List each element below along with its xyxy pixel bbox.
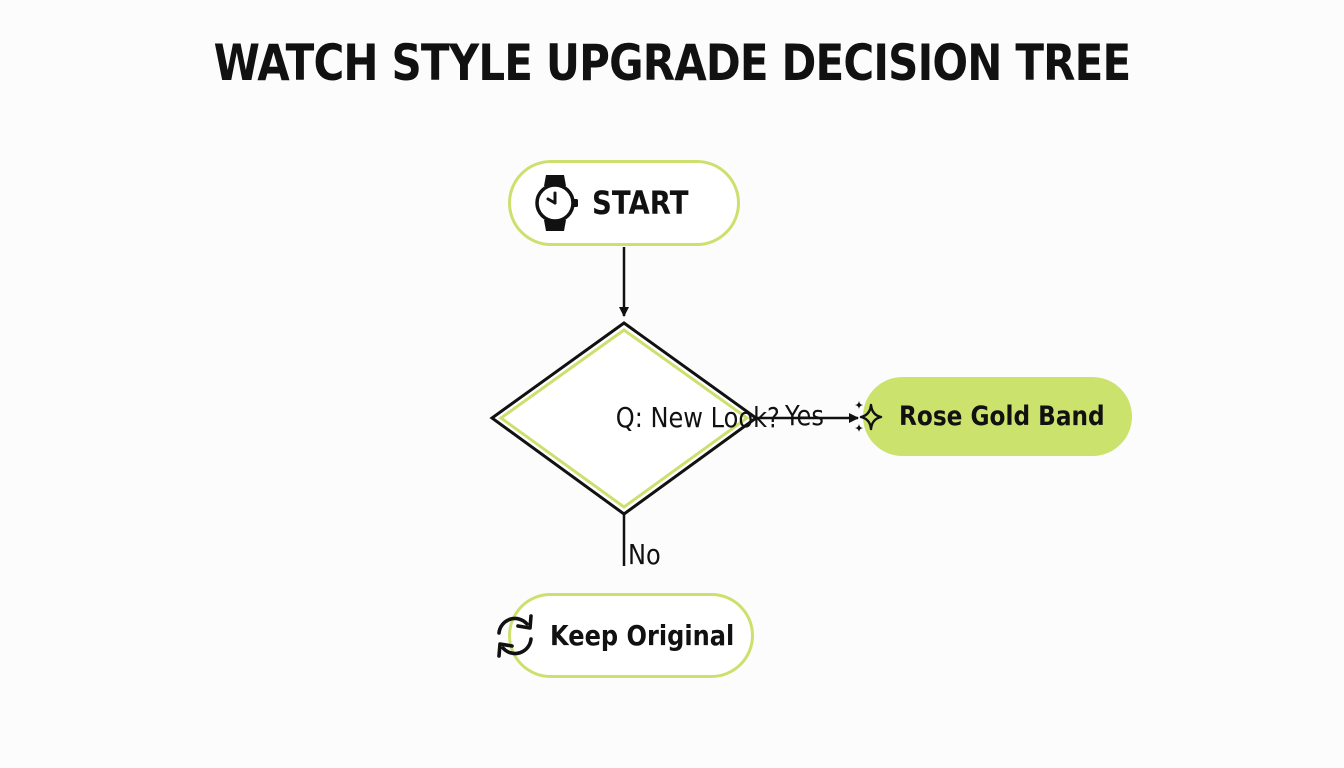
- diagram-title: WATCH STYLE UPGRADE DECISION TREE: [213, 34, 1132, 92]
- yes-outcome-node[interactable]: Rose Gold Band: [854, 377, 1132, 456]
- question-label: Q: New Look?: [615, 401, 780, 434]
- yes-outcome-label: Rose Gold Band: [898, 401, 1105, 432]
- start-node[interactable]: START: [508, 160, 740, 246]
- yes-edge-label: Yes: [785, 399, 824, 432]
- no-edge-label: No: [628, 538, 661, 571]
- watch-icon: [534, 172, 580, 234]
- start-node-label: START: [591, 184, 689, 222]
- sparkles-icon: [853, 399, 887, 435]
- no-outcome-node[interactable]: Keep Original: [497, 593, 754, 678]
- decision-diamond-inner: [498, 328, 750, 509]
- no-outcome-label: Keep Original: [549, 619, 735, 652]
- refresh-icon: [492, 613, 538, 659]
